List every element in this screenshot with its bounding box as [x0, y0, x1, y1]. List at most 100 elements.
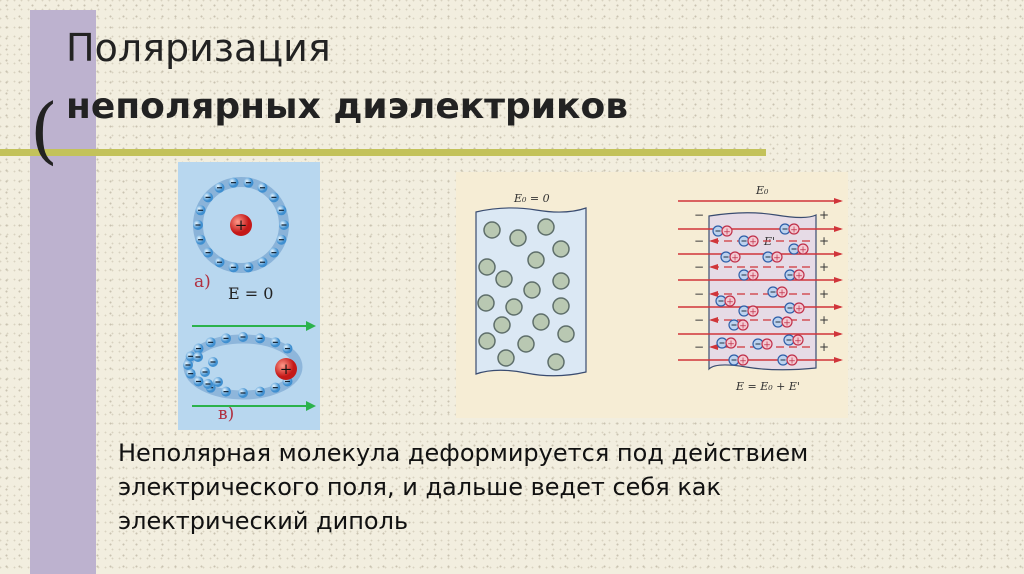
minus-charge: −: [694, 313, 704, 327]
molecule-deformation-figure: а) E = 0 в) + +: [178, 162, 320, 430]
plus-sign: +: [763, 341, 771, 351]
dipole-positive: [793, 269, 805, 281]
field-arrow-head: [834, 357, 843, 363]
dipole-positive: [792, 334, 804, 346]
dipole-positive: [724, 295, 736, 307]
label-e0-zero: E₀ = 0: [513, 192, 550, 205]
molecule: [495, 270, 513, 288]
molecule: [532, 313, 550, 331]
dipole-positive: [747, 269, 759, 281]
plus-sign: +: [739, 357, 747, 367]
minus-charge: −: [694, 234, 704, 248]
molecule: [517, 335, 535, 353]
label-a: а): [194, 272, 211, 292]
field-arrow-head: [834, 331, 843, 337]
molecule: [509, 229, 527, 247]
field-arrow-head: [709, 291, 718, 297]
field-arrow-head: [709, 238, 718, 244]
field-arrow-head: [834, 304, 843, 310]
minus-charge: −: [694, 208, 704, 222]
field-arrow-head: [709, 264, 718, 270]
dipole-positive: [747, 305, 759, 317]
bracket-decoration: (: [30, 88, 59, 172]
dipole-positive: [761, 338, 773, 350]
caption-line: электрического поля, и дальше ведет себя…: [118, 473, 722, 501]
page-title-line1: Поляризация: [66, 26, 331, 70]
nucleus: [230, 214, 252, 236]
dielectric-svg: E₀ = 0 E₀ E' E = E₀ + E' −+−+−+−+−+−++++…: [475, 184, 843, 393]
field-arrow-head: [709, 317, 718, 323]
plus-sign: +: [749, 308, 757, 318]
molecule: [537, 218, 555, 236]
molecule: [523, 281, 541, 299]
plus-sign: +: [790, 226, 798, 236]
plus-sign: +: [773, 254, 781, 264]
plus-sign: +: [795, 305, 803, 315]
minus-charge: −: [694, 340, 704, 354]
nucleus: [275, 358, 297, 380]
molecule: [497, 349, 515, 367]
plus-charge: +: [819, 208, 829, 222]
field-arrow-head: [306, 401, 316, 411]
minus-charge: −: [694, 287, 704, 301]
molecule: [547, 353, 565, 371]
plus-sign: +: [731, 254, 739, 264]
plus-sign: +: [799, 246, 807, 256]
caption: Неполярная молекула деформируется под де…: [118, 436, 808, 538]
molecule: [552, 297, 570, 315]
plus-sign: +: [795, 272, 803, 282]
plus-sign: +: [280, 360, 293, 378]
field-arrow-head: [834, 226, 843, 232]
label-field-zero: E = 0: [228, 284, 273, 303]
field-arrow-head: [834, 277, 843, 283]
caption-line: Неполярная молекула деформируется под де…: [118, 439, 809, 467]
plus-charge: +: [819, 234, 829, 248]
caption-line: электрический диполь: [118, 507, 409, 535]
dipole-positive: [737, 319, 749, 331]
dipole-positive: [781, 316, 793, 328]
field-arrow-head: [834, 251, 843, 257]
plus-sign: +: [749, 272, 757, 282]
plus-sign: +: [794, 337, 802, 347]
dipole-positive: [797, 243, 809, 255]
plus-sign: +: [727, 340, 735, 350]
molecule: [477, 294, 495, 312]
plus-sign: +: [723, 228, 731, 238]
page-title-line2: неполярных диэлектриков: [66, 86, 628, 127]
molecule: [552, 272, 570, 290]
decorative-sidebar: [30, 10, 96, 574]
plus-charge: +: [819, 260, 829, 274]
dipole-positive: [725, 337, 737, 349]
plus-sign: +: [778, 289, 786, 299]
dipole-positive: [721, 225, 733, 237]
plus-charge: +: [819, 313, 829, 327]
molecule: [483, 221, 501, 239]
plus-sign: +: [235, 216, 248, 234]
plus-charge: +: [819, 340, 829, 354]
molecule: [478, 332, 496, 350]
dipole-positive: [729, 251, 741, 263]
dipole-positive: [771, 251, 783, 263]
label-b: в): [218, 404, 234, 424]
plus-sign: +: [783, 319, 791, 329]
plus-sign: +: [788, 357, 796, 367]
field-arrow-head: [306, 321, 316, 331]
dipole-positive: [793, 302, 805, 314]
molecule-svg: а) E = 0 в) + +: [183, 177, 316, 424]
dipole-positive: [786, 354, 798, 366]
dipole-positive: [776, 286, 788, 298]
plus-sign: +: [749, 238, 757, 248]
molecule: [557, 325, 575, 343]
plus-charge: +: [819, 287, 829, 301]
field-arrow-head: [709, 344, 718, 350]
molecule: [493, 316, 511, 334]
minus-charge: −: [694, 260, 704, 274]
label-e0: E₀: [755, 184, 769, 197]
molecule: [478, 258, 496, 276]
field-arrow-head: [834, 198, 843, 204]
dipole-positive: [737, 354, 749, 366]
molecule: [552, 240, 570, 258]
dipole-positive: [747, 235, 759, 247]
title-divider: [0, 149, 766, 156]
plus-sign: +: [726, 298, 734, 308]
